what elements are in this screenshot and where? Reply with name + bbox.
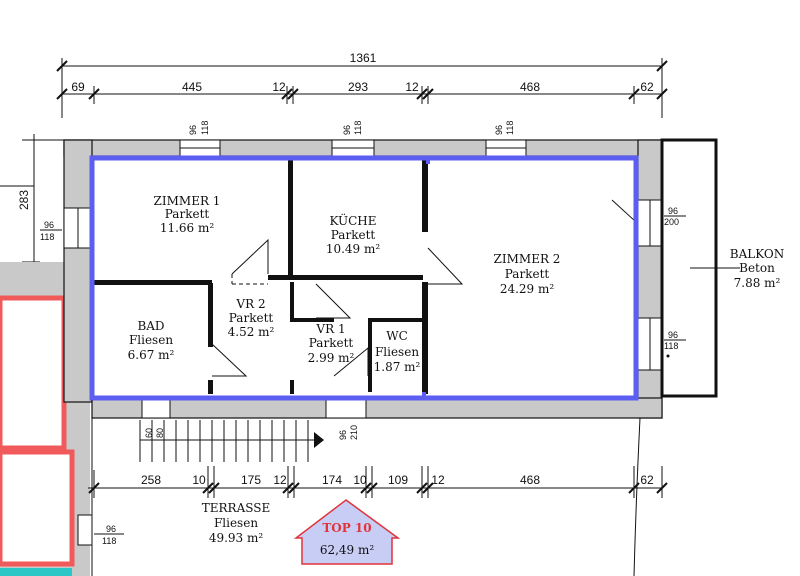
room-floor: Parkett <box>229 311 274 325</box>
dim-left-283: 283 <box>17 190 31 210</box>
room-name: TERRASSE <box>202 501 271 515</box>
room-bad: BAD Fliesen 6.67 m² <box>128 319 175 362</box>
dim-bottom-175: 175 <box>241 473 261 487</box>
room-area: 1.87 m² <box>374 360 421 374</box>
room-area: 11.66 m² <box>160 221 215 235</box>
room-floor: Parkett <box>505 267 550 281</box>
room-area: 24.29 m² <box>500 282 555 296</box>
dim-top-12b: 12 <box>405 80 419 94</box>
window-label-w1a: 96 <box>188 125 198 135</box>
room-floor: Parkett <box>165 207 210 221</box>
dim-bottom-174: 174 <box>322 473 342 487</box>
window-label-w1b: 118 <box>200 121 210 135</box>
dim-top-12a: 12 <box>272 80 286 94</box>
dim-bottom-258: 258 <box>141 473 161 487</box>
room-name: BALKON <box>730 247 784 261</box>
room-area: 7.88 m² <box>734 276 781 290</box>
window-label-bottom-left-a: 96 <box>106 524 116 534</box>
dim-bottom-12b: 12 <box>431 473 445 487</box>
window-label-stair-b: 80 <box>155 428 165 438</box>
window-label-w3a: 96 <box>494 125 504 135</box>
room-name: BAD <box>137 319 164 333</box>
room-area: 4.52 m² <box>228 325 275 339</box>
window-label-right-top-b: 200 <box>664 217 679 227</box>
room-name: WC <box>386 329 408 343</box>
room-zimmer1: ZIMMER 1 Parkett 11.66 m² <box>154 194 221 235</box>
window-label-stair-a: 60 <box>144 428 154 438</box>
window-label-bottom-left-b: 118 <box>102 536 116 546</box>
window-label-right-top-a: 96 <box>668 206 678 216</box>
room-area: 49.93 m² <box>209 531 264 545</box>
room-kueche: KÜCHE Parkett 10.49 m² <box>326 212 381 256</box>
window-label-w2a: 96 <box>342 125 352 135</box>
room-floor: Fliesen <box>375 345 419 359</box>
room-area: 2.99 m² <box>308 351 355 365</box>
window-label-w3b: 118 <box>505 121 515 135</box>
unit-badge-area: 62,49 m² <box>320 543 375 557</box>
room-floor: Fliesen <box>129 333 173 347</box>
window-label-bottom-mid-b: 210 <box>349 425 359 440</box>
window-label-right-bottom-a: 96 <box>668 330 678 340</box>
room-wc: WC Fliesen 1.87 m² <box>374 329 421 374</box>
room-vr2: VR 2 Parkett 4.52 m² <box>228 297 275 339</box>
room-area: 6.67 m² <box>128 348 175 362</box>
unit-outline <box>89 155 639 401</box>
bottom-dimension-chain: 258 10 175 12 174 10 109 12 468 62 <box>88 466 668 498</box>
window-labels: 96 118 96 118 96 118 96 118 96 200 96 11… <box>40 121 686 546</box>
room-floor: Parkett <box>309 336 354 350</box>
room-name: VR 2 <box>235 297 265 311</box>
unit-badge: TOP 10 62,49 m² <box>293 499 401 565</box>
dim-bottom-10a: 10 <box>192 473 206 487</box>
dim-bottom-62: 62 <box>640 473 654 487</box>
room-zimmer2: ZIMMER 2 Parkett 24.29 m² <box>494 252 561 296</box>
dim-top-69: 69 <box>71 80 85 94</box>
stairs <box>139 420 324 462</box>
room-name: ZIMMER 1 <box>154 194 221 208</box>
room-terrasse: TERRASSE Fliesen 49.93 m² <box>202 501 271 545</box>
room-floor: Fliesen <box>214 516 258 530</box>
dim-bottom-12a: 12 <box>273 473 287 487</box>
room-name: VR 1 <box>315 322 345 336</box>
dim-total-1361: 1361 <box>350 51 377 65</box>
window-label-bottom-mid-a: 96 <box>338 430 348 440</box>
dim-bottom-468: 468 <box>520 473 540 487</box>
balcony <box>660 138 740 398</box>
room-floor: Parkett <box>331 228 376 242</box>
room-name: KÜCHE <box>329 212 376 228</box>
room-name: ZIMMER 2 <box>494 252 561 266</box>
room-area: 10.49 m² <box>326 242 381 256</box>
top-dimension-chain: 1361 69 445 12 293 12 468 62 <box>56 51 668 118</box>
unit-badge-name: TOP 10 <box>322 521 371 535</box>
window-label-left-b: 118 <box>40 232 54 242</box>
window-label-w2b: 118 <box>353 121 363 135</box>
dim-bottom-109: 109 <box>388 473 408 487</box>
dim-bottom-10b: 10 <box>353 473 367 487</box>
walls <box>63 139 663 419</box>
dim-top-445: 445 <box>182 80 202 94</box>
dim-top-468: 468 <box>520 80 540 94</box>
room-vr1: VR 1 Parkett 2.99 m² <box>308 322 355 365</box>
dim-top-62: 62 <box>640 80 654 94</box>
room-floor: Beton <box>739 261 775 275</box>
room-balkon: BALKON Beton 7.88 m² <box>730 247 784 290</box>
dim-top-293: 293 <box>348 80 368 94</box>
window-label-right-bottom-b: 118 <box>664 341 678 351</box>
window-label-left-a: 96 <box>44 220 54 230</box>
